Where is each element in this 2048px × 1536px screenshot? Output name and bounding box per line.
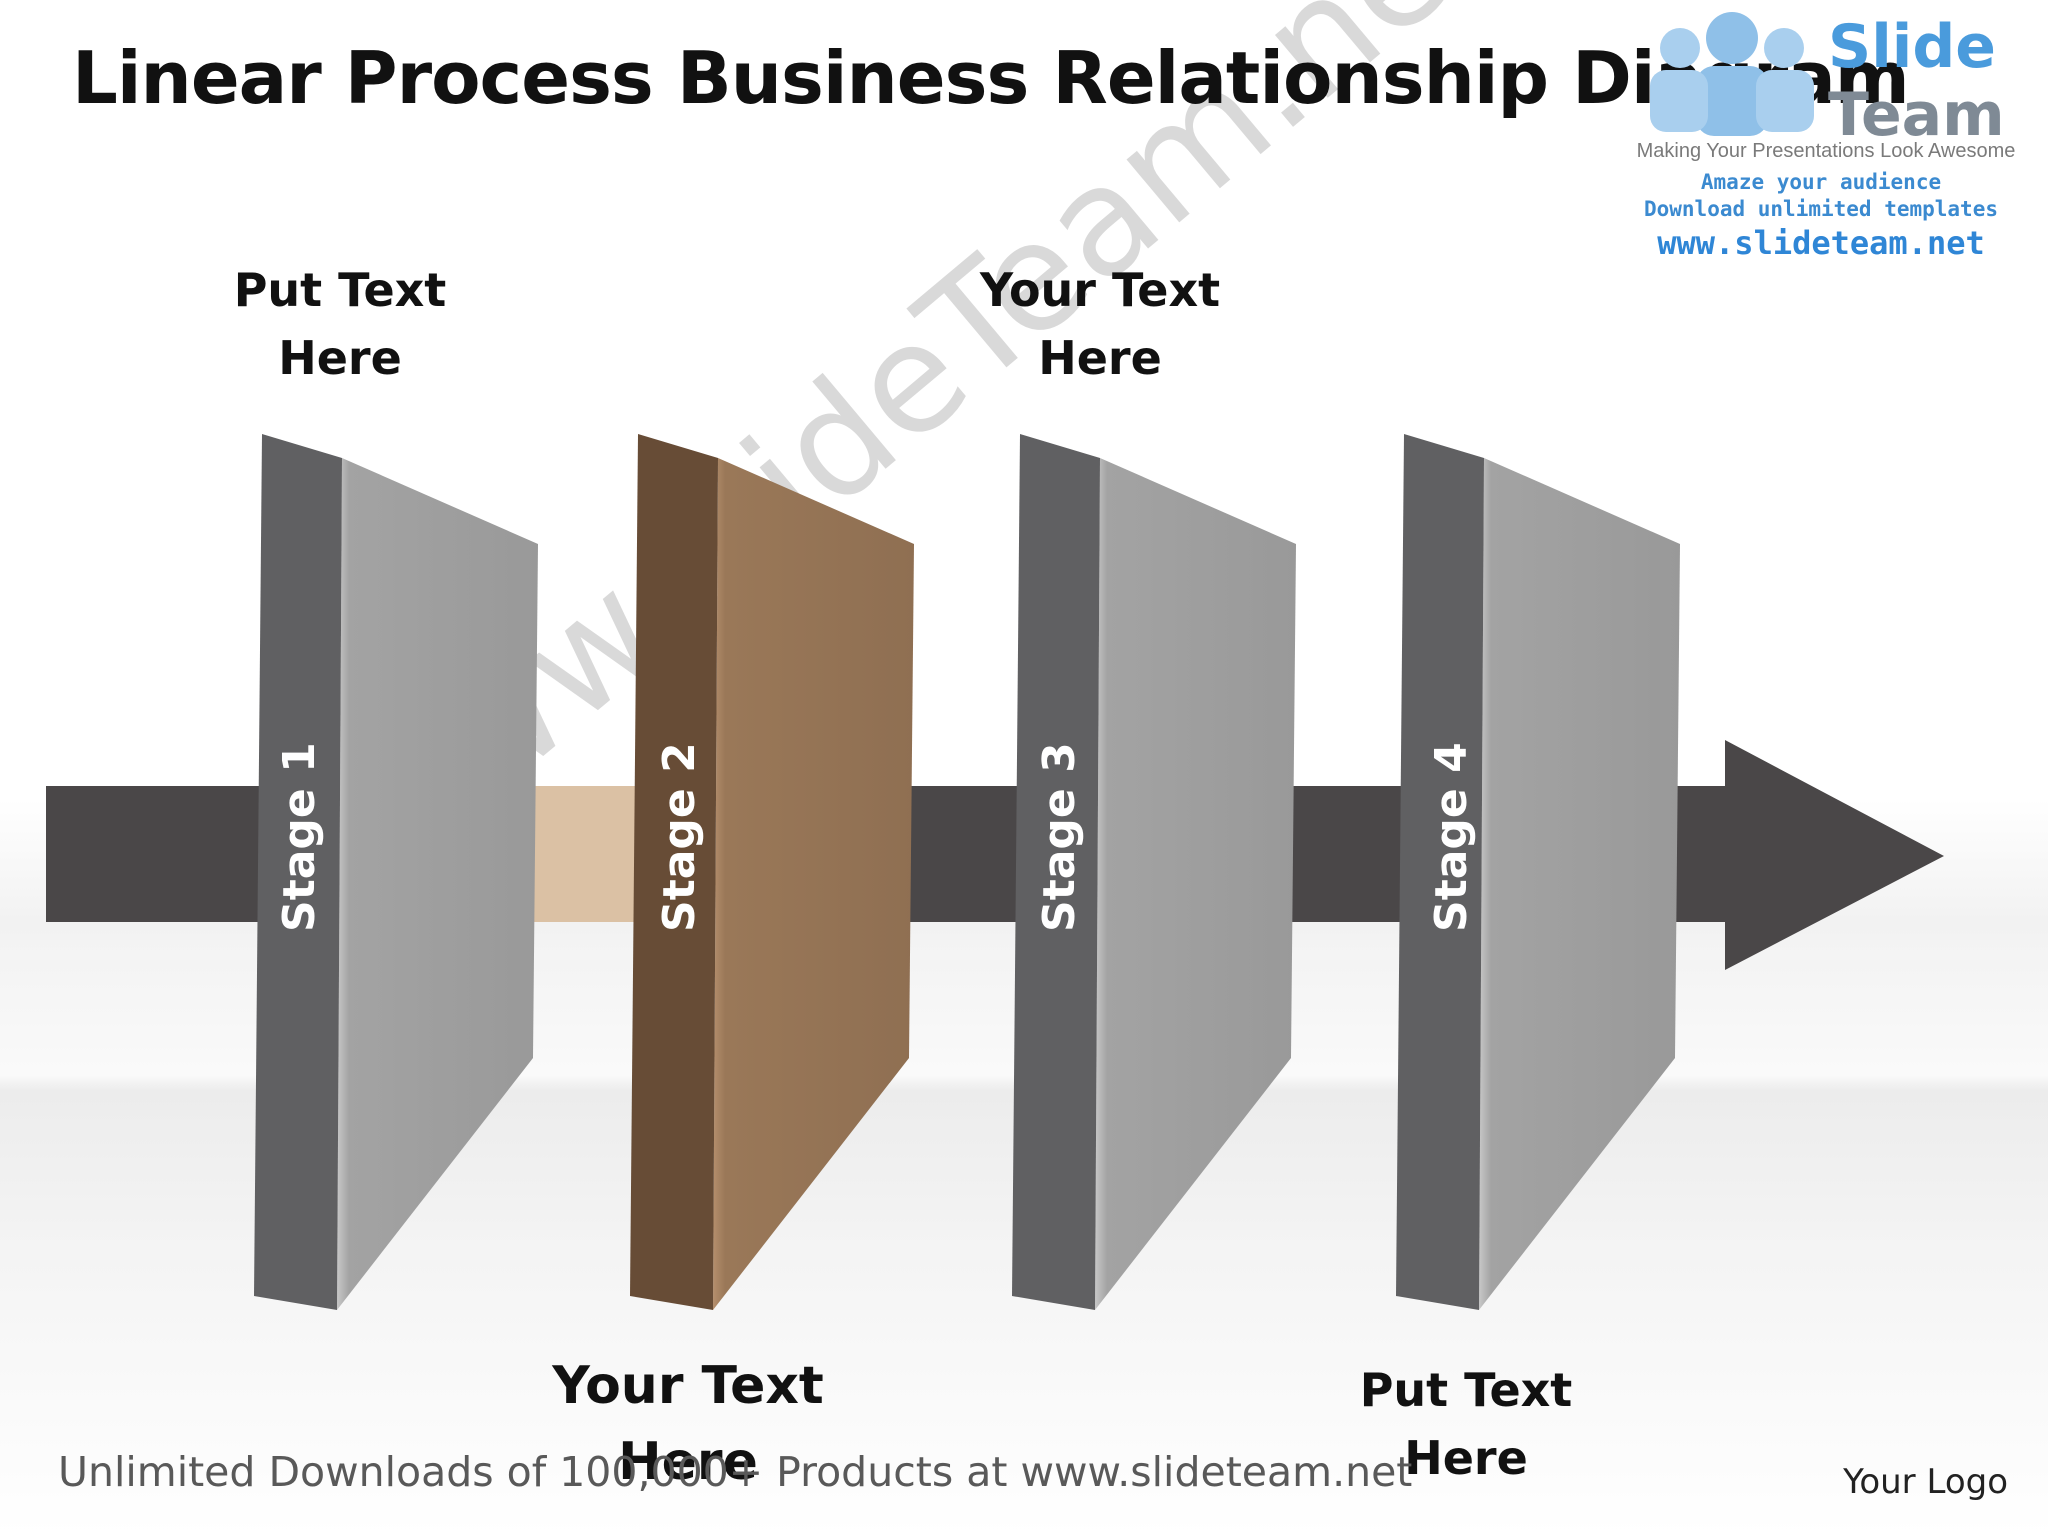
stage-4-label: Stage 4 (1426, 742, 1477, 932)
text-label-bottom-center: Your Text Here (528, 1348, 848, 1500)
text-label-bottom-center-line2: Here (618, 1432, 758, 1492)
stage-1-label: Stage 1 (274, 742, 325, 932)
brand-name-team: Team (1828, 80, 2005, 150)
text-label-top-left: Put Text Here (180, 256, 500, 392)
slideteam-logo: Slide Team Making Your Presentations Loo… (1600, 0, 2048, 270)
text-label-top-center-line2: Here (1038, 331, 1162, 385)
text-label-bottom-right-line1: Put Text (1359, 1363, 1573, 1417)
text-label-bottom-center-line1: Your Text (552, 1356, 824, 1416)
promo-line-1: Amaze your audience (1700, 170, 1942, 194)
text-label-top-center: Your Text Here (940, 256, 1260, 392)
your-logo-placeholder: Your Logo (1843, 1462, 2008, 1502)
stage-3-label: Stage 3 (1034, 742, 1085, 932)
slide-title: Linear Process Business Relationship Dia… (72, 36, 1910, 120)
arrow-segment-1 (46, 786, 274, 922)
footer-text: Unlimited Downloads of 100,000+ Products… (58, 1448, 1413, 1496)
brand-tagline: Making Your Presentations Look Awesome (1636, 140, 2016, 162)
promo-line-2: Download unlimited templates (1643, 197, 1998, 221)
stage-4-panel: Stage 4 (1396, 434, 1680, 1310)
stage-2-panel: Stage 2 (630, 434, 914, 1310)
text-label-top-left-line2: Here (278, 331, 402, 385)
brand-url: www.slideteam.net (1657, 224, 1985, 262)
text-label-bottom-right: Put Text Here (1306, 1356, 1626, 1492)
brand-name-slide: Slide (1828, 12, 1996, 82)
stage-2-label: Stage 2 (654, 742, 705, 932)
text-label-top-center-line1: Your Text (979, 263, 1221, 317)
text-label-bottom-right-line2: Here (1404, 1431, 1528, 1485)
stage-3-panel: Stage 3 (1012, 434, 1296, 1310)
people-icon (1650, 12, 1814, 136)
stage-1-panel: Stage 1 (254, 434, 538, 1310)
text-label-top-left-line1: Put Text (233, 263, 447, 317)
